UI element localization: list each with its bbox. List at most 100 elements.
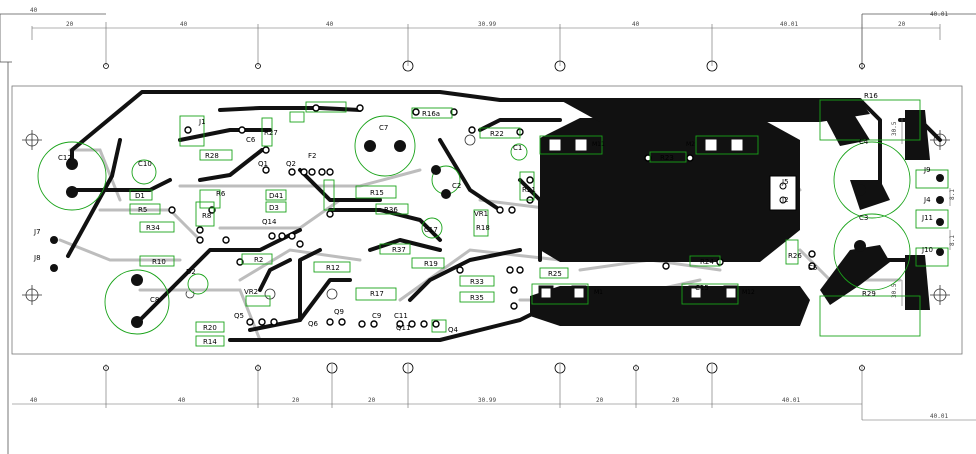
label-q14: Q14 <box>262 218 277 226</box>
label-c17: C17 <box>424 226 438 234</box>
label-r33: R33 <box>470 278 484 286</box>
dim-top-8: 40.01 <box>930 11 948 18</box>
side-dimension-marks <box>901 118 951 306</box>
label-r17: R17 <box>370 290 384 298</box>
label-r15: R15 <box>370 189 384 197</box>
silkscreen-boxes <box>129 99 949 347</box>
label-r10: R10 <box>152 258 166 266</box>
label-c15: C15 <box>695 284 709 292</box>
board-outline <box>11 85 963 355</box>
top-dimension-chain <box>31 22 941 66</box>
top-mount-marks <box>103 60 865 72</box>
label-j10: J10 <box>921 246 933 254</box>
label-c3: C3 <box>859 214 868 222</box>
label-c1: C1 <box>513 144 522 152</box>
label-c4: C4 <box>859 138 869 146</box>
dim-side-2: 8.1 <box>949 235 956 246</box>
dim-top-7: 20 <box>898 21 906 28</box>
label-c9: C9 <box>372 312 381 320</box>
label-r25: R25 <box>548 270 562 278</box>
dim-bottom-7: 40.01 <box>782 397 800 404</box>
mosfet-pads <box>538 136 746 301</box>
heatsink-connector-pads <box>769 175 797 211</box>
label-r28: R28 <box>205 152 219 160</box>
dim-bottom-1: 40 <box>178 397 186 404</box>
dim-top-left: 40 <box>30 7 38 14</box>
label-c12: C12 <box>58 154 72 162</box>
label-r19: R19 <box>424 260 438 268</box>
label-c2: C2 <box>452 182 461 190</box>
label-r26: R26 <box>788 252 802 260</box>
label-r22: R22 <box>490 130 504 138</box>
capacitor-outlines <box>37 115 911 335</box>
top-dimension-labels: 40 20 40 40 30.99 40 40.01 20 40.01 <box>30 7 948 28</box>
label-d1: D1 <box>135 192 145 200</box>
dim-side-1: 8.1 <box>949 189 956 200</box>
label-r29: R29 <box>862 290 876 298</box>
label-r14: R14 <box>203 338 217 346</box>
capacitor-pads <box>50 140 944 328</box>
label-q6: Q6 <box>308 320 319 328</box>
label-j7: J7 <box>33 228 41 236</box>
label-r27: R27 <box>264 129 278 137</box>
label-j8: J8 <box>33 254 41 262</box>
dim-top-3: 40 <box>326 21 334 28</box>
dim-bottom-6: 20 <box>672 397 680 404</box>
dim-top-5: 40 <box>632 21 640 28</box>
bottom-mount-marks <box>103 362 865 374</box>
label-q2: Q2 <box>286 160 296 168</box>
label-j1: J1 <box>198 118 206 126</box>
bottom-dimension-labels: 40 40 20 20 30.99 20 20 40.01 40.01 <box>30 397 948 420</box>
label-r37: R37 <box>392 246 406 254</box>
label-m11: M11 <box>592 141 605 148</box>
label-r20: R20 <box>203 324 217 332</box>
dim-side-0: 30.5 <box>891 121 898 136</box>
label-f2: F2 <box>308 152 316 160</box>
label-r24: R24 <box>700 258 714 266</box>
dim-top-6: 40.01 <box>780 21 798 28</box>
label-q9: Q9 <box>334 308 344 316</box>
label-r34: R34 <box>146 224 160 232</box>
dim-bottom-0: 40 <box>30 397 38 404</box>
label-r16a: R16a <box>422 110 440 118</box>
label-r5: R5 <box>138 206 147 214</box>
label-r18: R18 <box>476 224 490 232</box>
label-d2: D2 <box>186 268 196 276</box>
label-vr2: VR2 <box>244 288 258 296</box>
label-q5: Q5 <box>234 312 244 320</box>
dim-bottom-5: 20 <box>596 397 604 404</box>
label-r23: R23 <box>660 154 674 162</box>
label-m2: M2 <box>686 141 695 148</box>
bottom-dimension-chain <box>12 364 976 421</box>
dim-bottom-4: 30.99 <box>478 397 496 404</box>
label-c5: C5 <box>808 264 817 272</box>
label-r35: R35 <box>470 294 484 302</box>
label-r2: R2 <box>254 256 263 264</box>
component-labels: C12 C10 C8 C7 C2 C4 C3 C17 C1 C15 C5 C6 … <box>33 92 933 346</box>
label-m12: M12 <box>742 289 755 296</box>
label-d41: D41 <box>269 192 283 200</box>
label-j5: J5 <box>781 178 789 186</box>
label-r8: R8 <box>202 212 211 220</box>
dim-side-3: 30.5 <box>891 283 898 298</box>
label-j2: J2 <box>781 196 789 204</box>
label-q4: Q4 <box>448 326 459 334</box>
label-c11: C11 <box>394 312 408 320</box>
label-d3: D3 <box>269 204 279 212</box>
label-q1: Q1 <box>258 160 268 168</box>
label-r6: R6 <box>216 190 226 198</box>
dim-bottom-8: 40.01 <box>930 413 948 420</box>
label-c7: C7 <box>379 124 388 132</box>
label-c8: C8 <box>150 296 159 304</box>
label-m1: M1 <box>594 289 603 296</box>
dim-top-1: 20 <box>66 21 74 28</box>
label-q11: Q11 <box>396 324 410 332</box>
dim-top-2: 40 <box>180 21 188 28</box>
dim-bottom-2: 20 <box>292 397 300 404</box>
dim-top-4: 30.99 <box>478 21 496 28</box>
label-j11: J11 <box>921 214 933 222</box>
top-layer-traces <box>66 90 942 342</box>
label-r21: R21 <box>522 186 536 194</box>
label-j9: J9 <box>923 166 931 174</box>
